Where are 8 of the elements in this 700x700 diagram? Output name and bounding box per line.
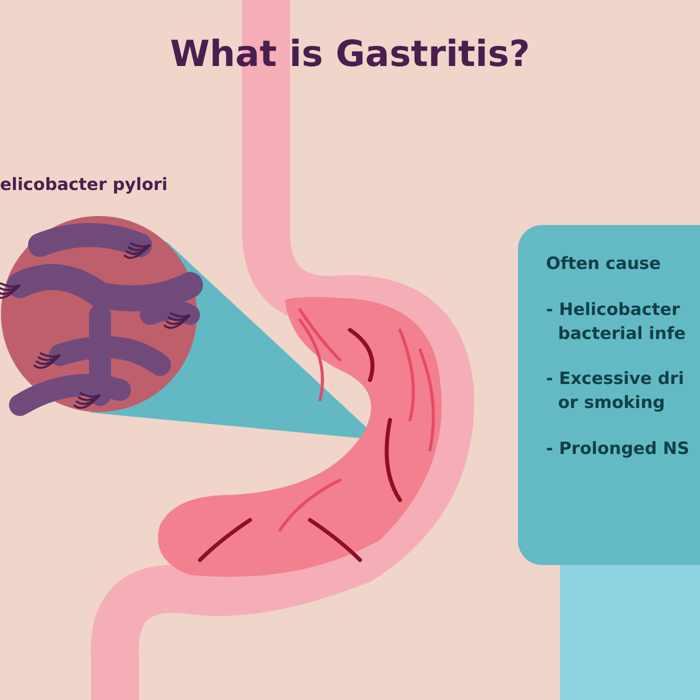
list-item: - Excessive dri or smoking: [546, 368, 686, 416]
title: What is Gastritis?: [168, 34, 532, 75]
heading: elicobacter pylori: [0, 175, 168, 195]
info-card: [518, 225, 700, 565]
heading: Often cause: [546, 253, 662, 276]
list-item: - Helicobacter bacterial infe: [546, 298, 687, 346]
pillar-shape: [560, 565, 700, 700]
list-item: - Prolonged NS: [546, 438, 690, 461]
